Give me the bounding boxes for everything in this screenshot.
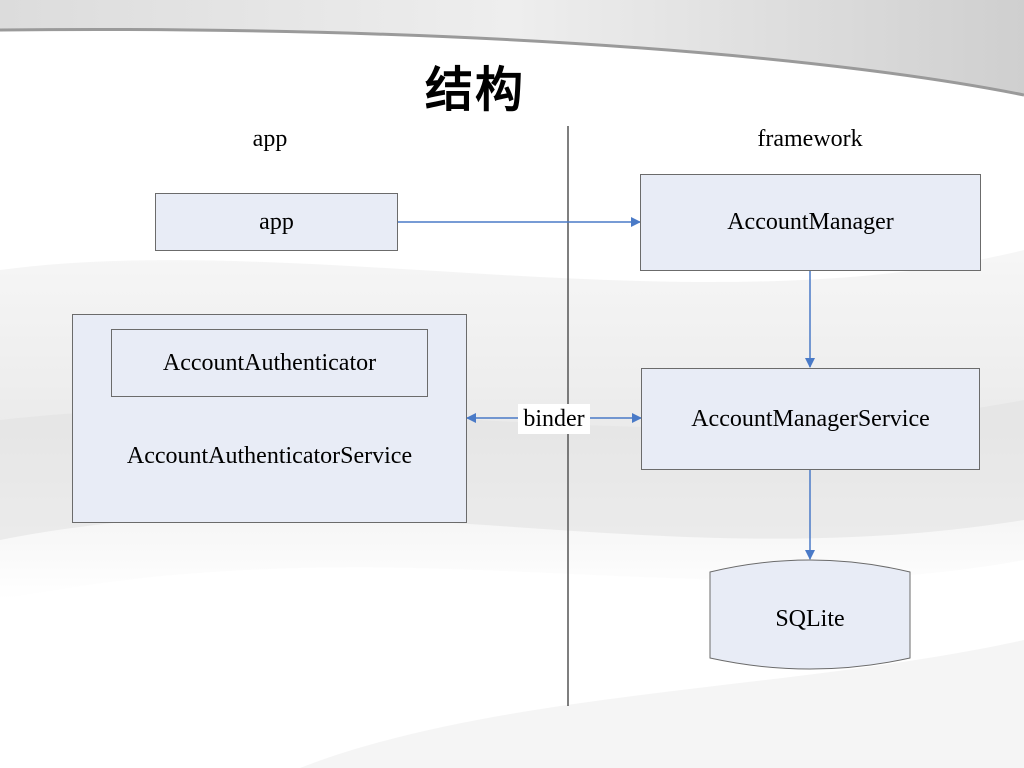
slide-title: 结构 [424, 62, 525, 118]
account-authenticator-label: AccountAuthenticator [162, 349, 377, 376]
account-manager-service-box: AccountManagerService [641, 368, 980, 470]
app-box: app [155, 193, 398, 251]
account-manager-label: AccountManager [727, 209, 894, 235]
account-authenticator-box: AccountAuthenticator [111, 329, 428, 397]
account-manager-service-label: AccountManagerService [691, 405, 930, 432]
sqlite-cylinder [709, 559, 911, 670]
sqlite-label: SQLite [775, 606, 845, 632]
column-label-app: app [252, 126, 288, 152]
account-authenticator-service-label: AccountAuthenticatorService [126, 443, 413, 469]
column-label-framework: framework [757, 126, 863, 152]
app-box-label: app [259, 208, 294, 235]
binder-label: binder [518, 404, 590, 434]
account-manager-box: AccountManager [640, 174, 981, 271]
